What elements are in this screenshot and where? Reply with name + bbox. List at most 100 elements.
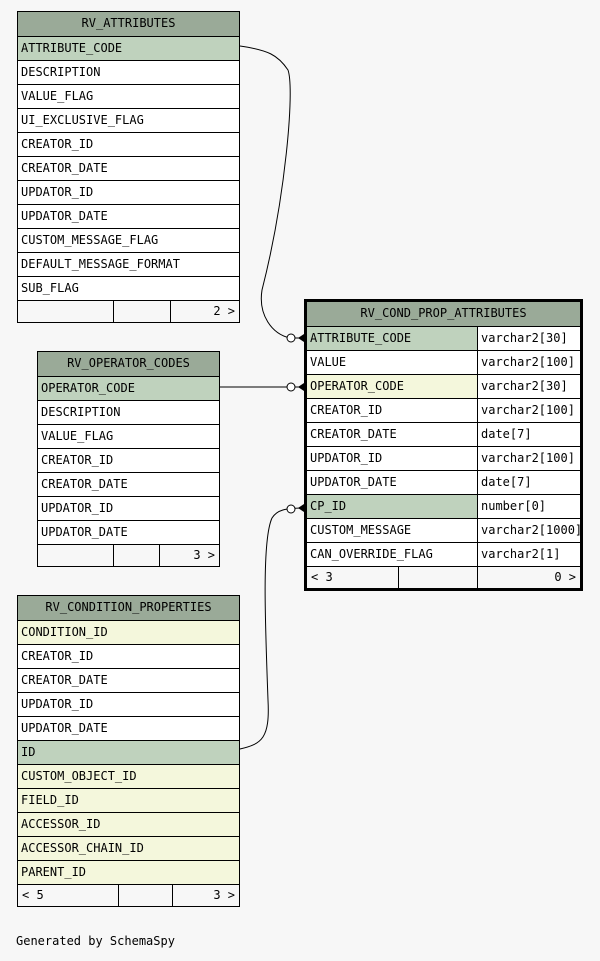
child-count[interactable]: 0 > xyxy=(554,570,576,584)
table-row[interactable]: ATTRIBUTE_CODE varchar2[30] xyxy=(307,326,580,350)
column-name: UPDATOR_DATE xyxy=(310,475,397,489)
table-row[interactable]: CREATOR_ID xyxy=(18,132,239,156)
column-type: varchar2[30] xyxy=(477,375,580,398)
column-type: varchar2[100] xyxy=(477,399,580,422)
generated-by-credit: Generated by SchemaSpy xyxy=(16,934,175,948)
column-type: varchar2[1000] xyxy=(477,519,580,542)
table-row[interactable]: SUB_FLAG xyxy=(18,276,239,300)
optional-marker-attribute-code xyxy=(286,333,296,343)
column-name: UPDATOR_ID xyxy=(41,501,114,515)
table-row[interactable]: CUSTOM_MESSAGE varchar2[1000] xyxy=(307,518,580,542)
table-row[interactable]: CREATOR_ID xyxy=(18,644,239,668)
table-row[interactable]: UPDATOR_DATE xyxy=(18,204,239,228)
column-name: CREATOR_ID xyxy=(41,453,114,467)
parent-count[interactable]: < 5 xyxy=(18,885,119,906)
column-name: VALUE xyxy=(310,355,347,369)
crows-foot-cp-id xyxy=(298,504,304,512)
column-name: PARENT_ID xyxy=(21,865,87,879)
table-row[interactable]: ID xyxy=(18,740,239,764)
table-header[interactable]: RV_OPERATOR_CODES xyxy=(38,352,219,376)
table-footer: 3 > xyxy=(38,544,219,566)
column-name: UPDATOR_DATE xyxy=(21,721,108,735)
column-name: CREATOR_ID xyxy=(21,137,94,151)
column-name: VALUE_FLAG xyxy=(41,429,114,443)
table-row[interactable]: ACCESSOR_CHAIN_ID xyxy=(18,836,239,860)
table-row[interactable]: CREATOR_ID xyxy=(38,448,219,472)
table-row[interactable]: VALUE_FLAG xyxy=(38,424,219,448)
column-name: CUSTOM_MESSAGE xyxy=(310,523,412,537)
table-row[interactable]: CUSTOM_MESSAGE_FLAG xyxy=(18,228,239,252)
table-header[interactable]: RV_COND_PROP_ATTRIBUTES xyxy=(307,302,580,326)
table-rv-attributes[interactable]: RV_ATTRIBUTES ATTRIBUTE_CODE DESCRIPTION V… xyxy=(17,11,240,323)
table-row[interactable]: UPDATOR_ID xyxy=(18,180,239,204)
crows-foot-operator-code xyxy=(298,383,304,391)
parent-count[interactable]: < 3 xyxy=(307,567,399,588)
table-row[interactable]: CONDITION_ID xyxy=(18,620,239,644)
parent-count[interactable] xyxy=(38,545,114,566)
table-footer: 2 > xyxy=(18,300,239,322)
column-name: DESCRIPTION xyxy=(21,65,101,79)
column-type: varchar2[1] xyxy=(477,543,580,566)
table-row[interactable]: UPDATOR_DATE date[7] xyxy=(307,470,580,494)
table-row[interactable]: OPERATOR_CODE xyxy=(38,376,219,400)
table-row[interactable]: UPDATOR_ID xyxy=(38,496,219,520)
table-row[interactable]: UI_EXCLUSIVE_FLAG xyxy=(18,108,239,132)
table-row[interactable]: UPDATOR_ID xyxy=(18,692,239,716)
table-rv-condition-properties[interactable]: RV_CONDITION_PROPERTIES CONDITION_ID CREA… xyxy=(17,595,240,907)
column-name: UPDATOR_ID xyxy=(21,185,94,199)
parent-count[interactable] xyxy=(18,301,114,322)
table-row[interactable]: DEFAULT_MESSAGE_FORMAT xyxy=(18,252,239,276)
table-row[interactable]: VALUE_FLAG xyxy=(18,84,239,108)
column-name: CUSTOM_MESSAGE_FLAG xyxy=(21,233,159,247)
child-count[interactable]: 3 > xyxy=(193,548,215,562)
column-name: OPERATOR_CODE xyxy=(41,381,135,395)
child-count[interactable]: 2 > xyxy=(213,304,235,318)
column-type: varchar2[30] xyxy=(477,327,580,350)
table-row[interactable]: UPDATOR_DATE xyxy=(38,520,219,544)
table-row[interactable]: CREATOR_DATE xyxy=(38,472,219,496)
table-row[interactable]: ACCESSOR_ID xyxy=(18,812,239,836)
column-type: date[7] xyxy=(477,471,580,494)
table-row[interactable]: CREATOR_DATE xyxy=(18,668,239,692)
table-rv-operator-codes[interactable]: RV_OPERATOR_CODES OPERATOR_CODE DESCRIPTI… xyxy=(37,351,220,567)
optional-marker-cp-id xyxy=(286,504,296,514)
relation-cp-id xyxy=(239,507,306,750)
column-name: ATTRIBUTE_CODE xyxy=(310,331,412,345)
column-name: ACCESSOR_ID xyxy=(21,817,101,831)
table-header[interactable]: RV_CONDITION_PROPERTIES xyxy=(18,596,239,620)
child-count[interactable]: 3 > xyxy=(213,888,235,902)
optional-marker-operator-code xyxy=(286,382,296,392)
table-title: RV_ATTRIBUTES xyxy=(81,16,176,30)
column-name: ACCESSOR_CHAIN_ID xyxy=(21,841,144,855)
table-header[interactable]: RV_ATTRIBUTES xyxy=(18,12,239,36)
column-name: UPDATOR_DATE xyxy=(41,525,128,539)
table-row[interactable]: CREATOR_DATE xyxy=(18,156,239,180)
column-name: DEFAULT_MESSAGE_FORMAT xyxy=(21,257,180,271)
table-footer: < 3 0 > xyxy=(307,566,580,588)
table-footer: < 5 3 > xyxy=(18,884,239,906)
column-list: OPERATOR_CODE DESCRIPTION VALUE_FLAG CREATO… xyxy=(38,376,219,544)
column-name: ID xyxy=(21,745,36,759)
table-row[interactable]: FIELD_ID xyxy=(18,788,239,812)
table-row[interactable]: CUSTOM_OBJECT_ID xyxy=(18,764,239,788)
table-row[interactable]: PARENT_ID xyxy=(18,860,239,884)
table-row[interactable]: DESCRIPTION xyxy=(38,400,219,424)
column-name: UI_EXCLUSIVE_FLAG xyxy=(21,113,144,127)
table-row[interactable]: UPDATOR_DATE xyxy=(18,716,239,740)
column-name: CREATOR_ID xyxy=(21,649,94,663)
table-row[interactable]: ATTRIBUTE_CODE xyxy=(18,36,239,60)
column-name: CP_ID xyxy=(310,499,347,513)
table-row[interactable]: DESCRIPTION xyxy=(18,60,239,84)
column-name: SUB_FLAG xyxy=(21,281,79,295)
